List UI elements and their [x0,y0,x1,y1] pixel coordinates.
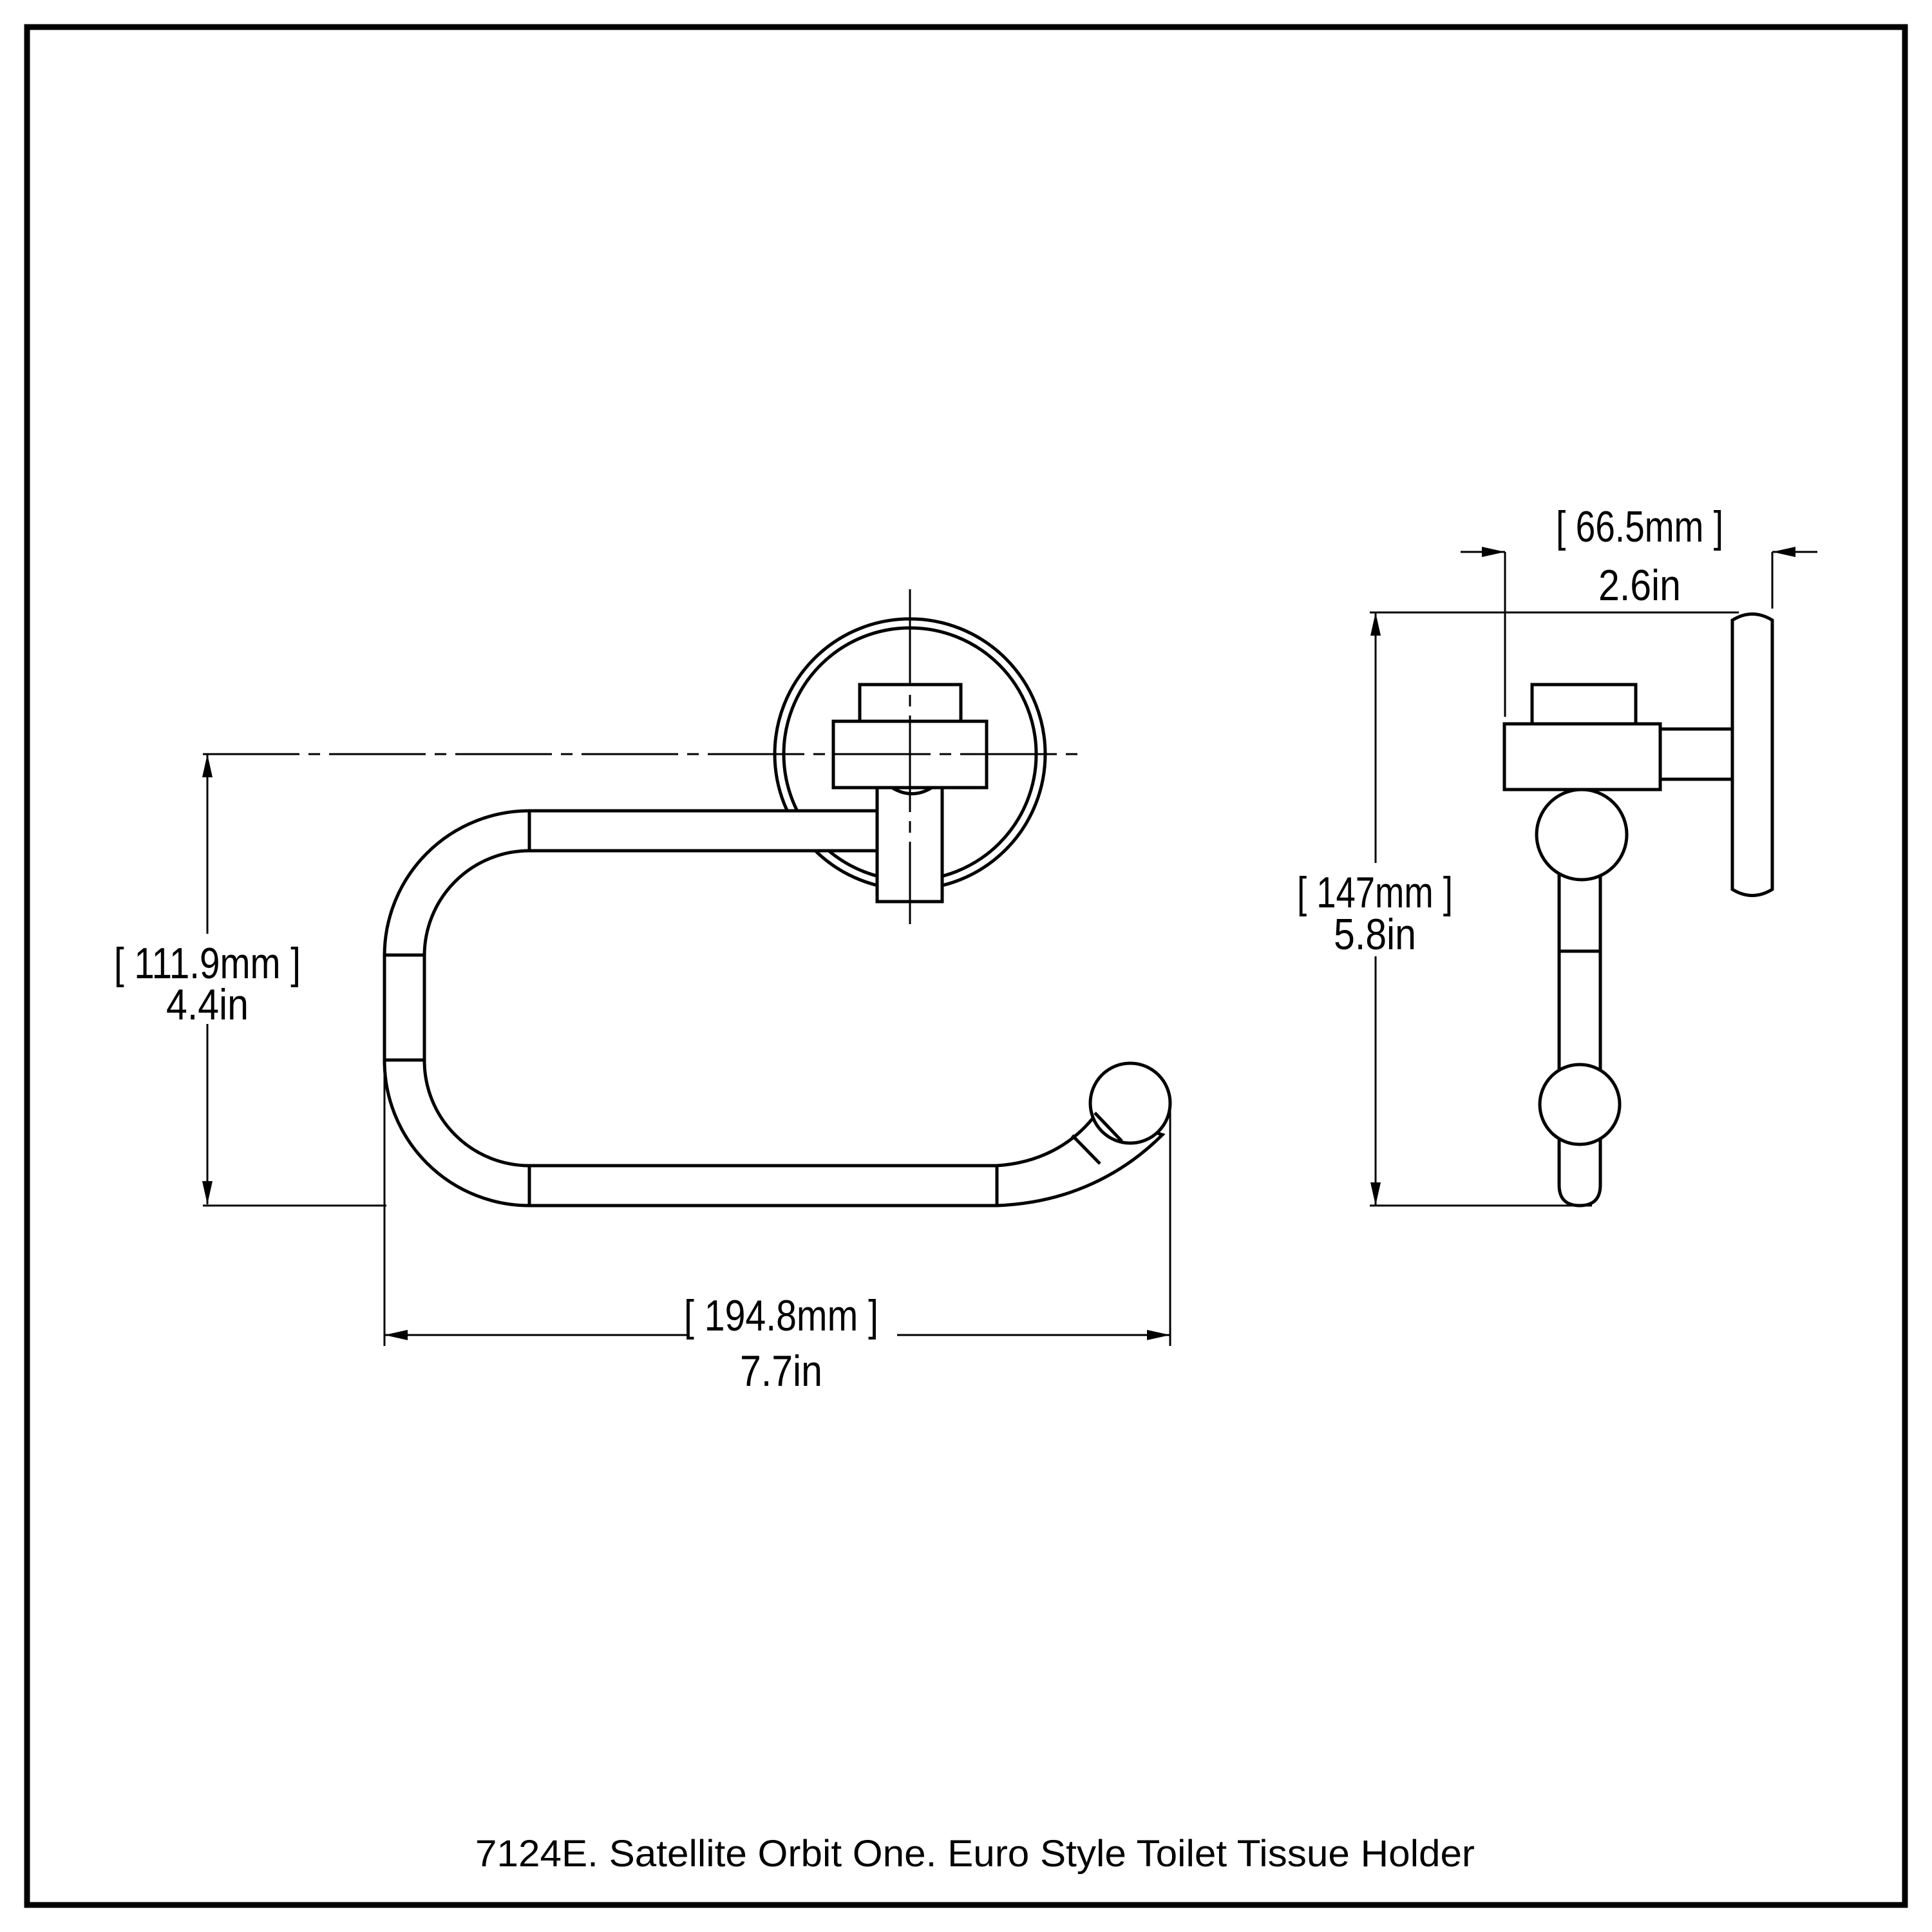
drawing-border [24,24,1908,1908]
arrow-front-height-top [202,754,213,777]
arrow-side-height-bottom [1370,1182,1381,1206]
tissue-arm-outline [383,809,1166,1208]
front-view [203,589,1172,1208]
side-height-in-label: 5.8in [1334,910,1416,959]
hook-neck-joint-1 [1071,1134,1101,1165]
arrow-side-height-top [1370,612,1381,636]
hook-neck-joint-2 [1094,1112,1123,1142]
arrow-side-depth-left [1482,547,1505,557]
centerlines [203,589,1085,924]
side-bar [1557,835,1602,1208]
side-view [1502,612,1774,1208]
mount-boss-arc [891,786,933,795]
arm-end-ball [1088,1061,1172,1145]
side-depth-in-label: 2.6in [1598,561,1681,610]
front-width-in-label: 7.7in [740,1347,822,1396]
side-depth-mm-label: [ 66.5mm ] [1556,502,1723,551]
side-height-mm-label: [ 147mm ] [1297,868,1453,917]
side-cap [1530,683,1638,726]
arrow-front-height-bottom [202,1181,213,1204]
product-caption: 7124E. Satellite Orbit One. Euro Style T… [475,1833,1475,1875]
arrow-front-width-right [1147,1330,1170,1340]
arrow-side-depth-right [1772,547,1795,557]
side-lower-ball [1538,1063,1622,1146]
front-height-in-label: 4.4in [166,980,249,1029]
dimension-annotations [202,547,1817,1346]
side-upper-ball [1535,788,1629,882]
side-post [1658,727,1734,781]
side-backplate [1730,612,1774,897]
front-width-mm-label: [ 194.8mm ] [684,1291,878,1340]
front-height-mm-label: [ 111.9mm ] [114,939,301,988]
arrow-front-width-left [384,1330,408,1340]
dimension-labels: [ 111.9mm ] 4.4in [ 194.8mm ] 7.7in [ 14… [114,502,1723,1875]
side-block [1502,722,1662,791]
